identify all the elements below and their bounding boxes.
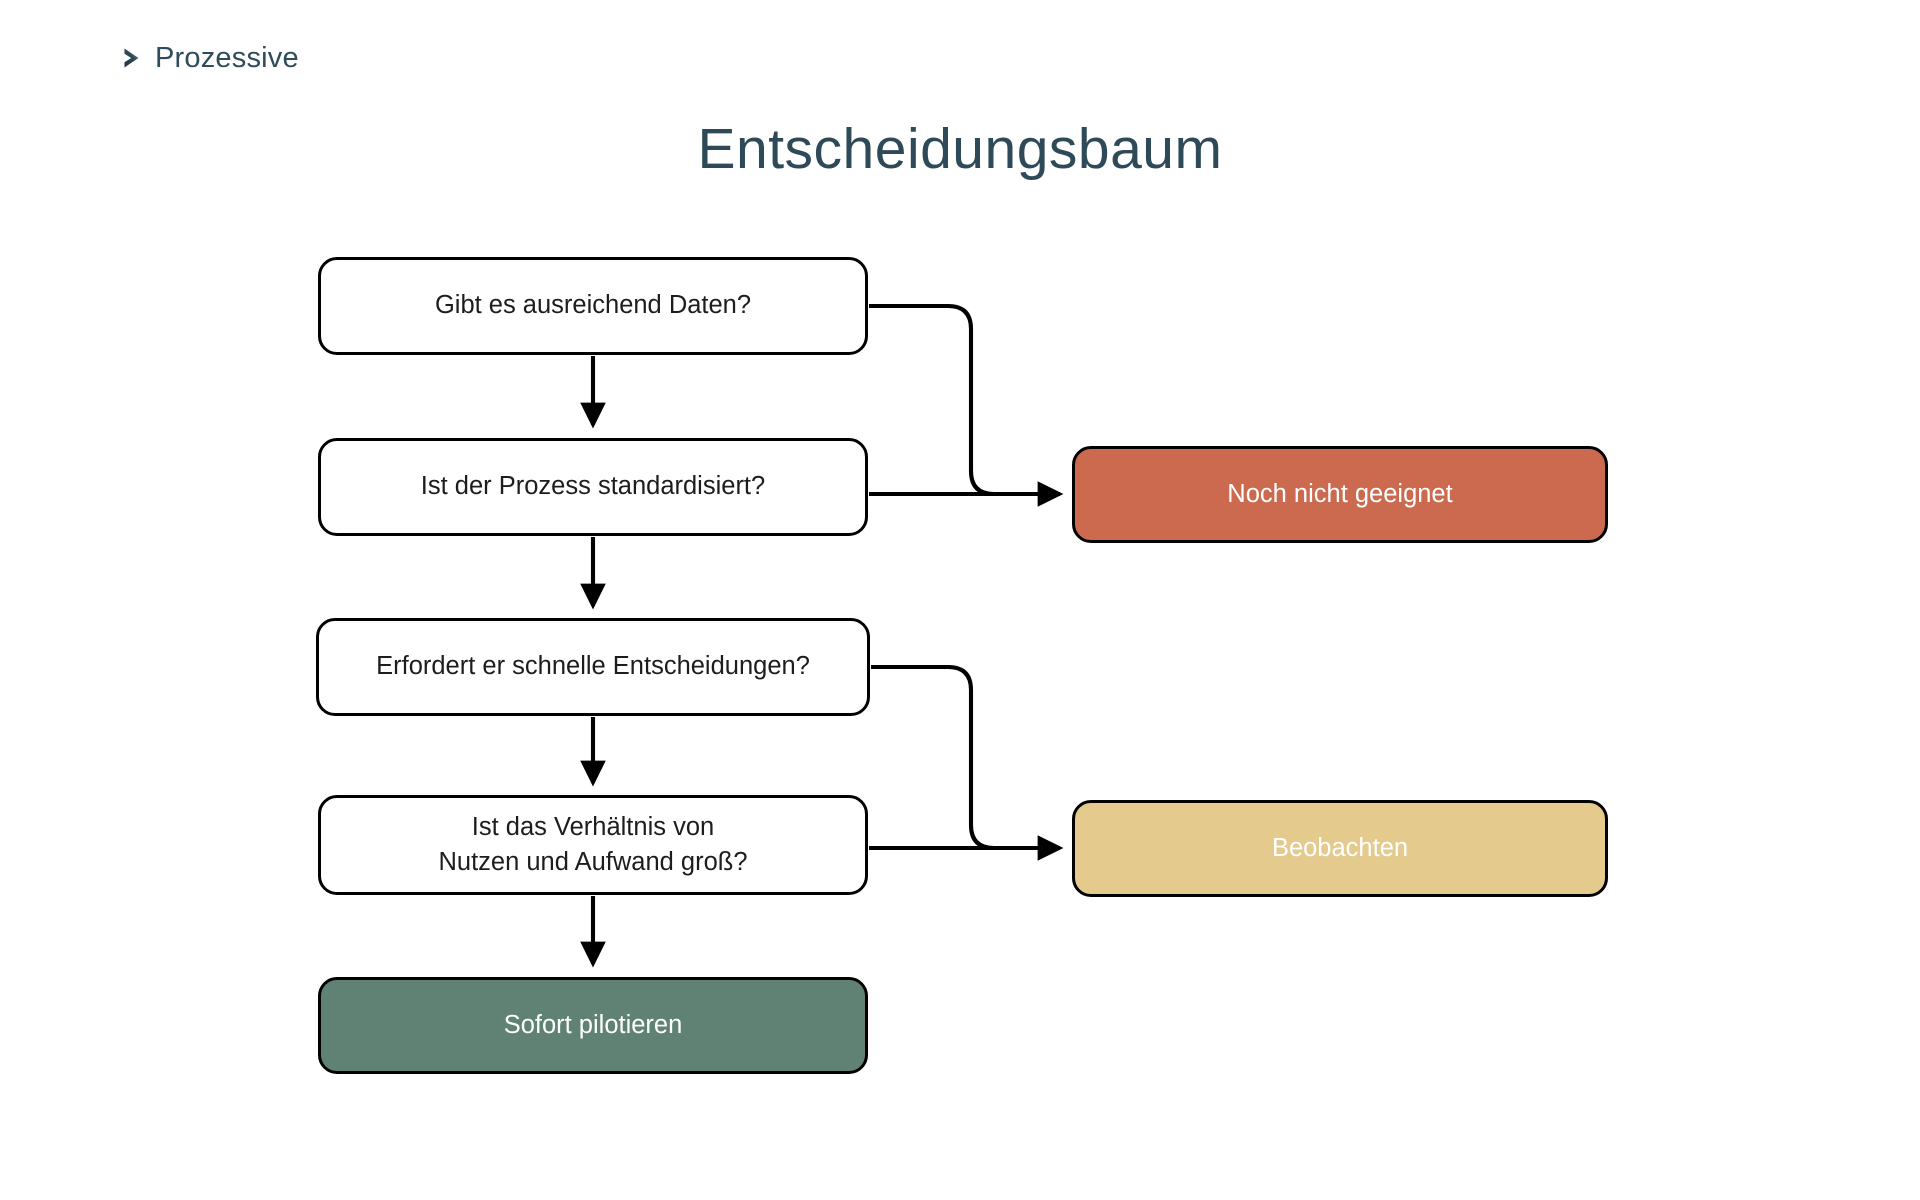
node-beobachten[interactable]: Beobachten bbox=[1072, 800, 1608, 897]
node-label: Beobachten bbox=[1271, 833, 1409, 862]
node-ist-das-verhaeltnis-von-nutzen-und-aufwand-gross[interactable]: Ist das Verhältnis von Nutzen und Aufwan… bbox=[318, 795, 868, 895]
node-label: Erfordert er schnelle Entscheidungen? bbox=[376, 652, 810, 681]
node-erfordert-er-schnelle-entscheidungen[interactable]: Erfordert er schnelle Entscheidungen? bbox=[316, 618, 870, 716]
brand-name: Prozessive bbox=[155, 41, 299, 74]
brand-logo[interactable]: Prozessive bbox=[118, 38, 299, 78]
node-ist-der-prozess-standardisiert[interactable]: Ist der Prozess standardisiert? bbox=[318, 438, 868, 536]
node-label: Ist das Verhältnis von Nutzen und Aufwan… bbox=[438, 812, 748, 876]
page-title: Entscheidungsbaum bbox=[697, 117, 1223, 181]
node-label: Gibt es ausreichend Daten? bbox=[434, 291, 752, 320]
chevron-right-icon bbox=[124, 48, 139, 68]
node-gibt-es-ausreichend-daten[interactable]: Gibt es ausreichend Daten? bbox=[318, 257, 868, 355]
node-label: Noch nicht geeignet bbox=[1227, 479, 1453, 508]
edge-d1-noch-nicht-geeignet bbox=[869, 303, 1060, 497]
node-label: Sofort pilotieren bbox=[503, 1010, 683, 1039]
edge-d3-beobachten bbox=[871, 664, 1060, 851]
node-label: Ist der Prozess standardisiert? bbox=[420, 472, 766, 501]
node-sofort-pilotieren[interactable]: Sofort pilotieren bbox=[318, 977, 868, 1074]
node-noch-nicht-geeignet[interactable]: Noch nicht geeignet bbox=[1072, 446, 1608, 543]
